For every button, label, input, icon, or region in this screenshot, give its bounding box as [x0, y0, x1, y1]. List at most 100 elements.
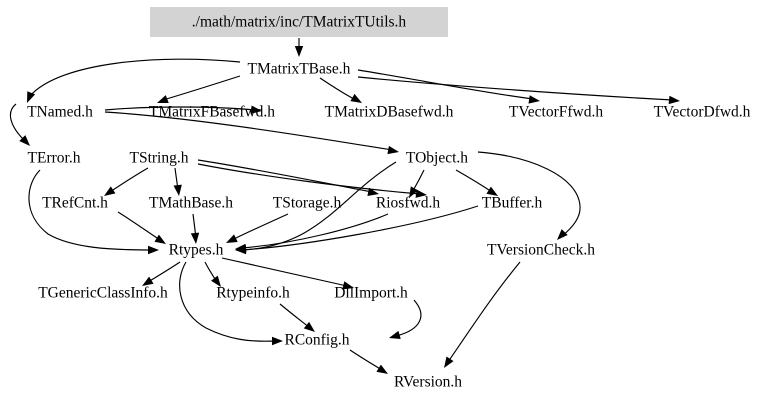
node-label: ./math/matrix/inc/TMatrixTUtils.h [192, 14, 407, 31]
node-label: RConfig.h [284, 332, 349, 349]
graph-edge [162, 75, 241, 101]
graph-edge [221, 257, 348, 287]
graph-edge [447, 261, 521, 363]
arrowhead-icon [415, 189, 427, 198]
graph-node-tvffwd[interactable]: TVectorFfwd.h [509, 104, 604, 121]
graph-node-tvcheck[interactable]: TVersionCheck.h [487, 242, 595, 259]
arrowhead-icon [211, 275, 221, 287]
edges-layer [9, 38, 680, 374]
graph-edge [29, 58, 241, 97]
graph-node-tobject[interactable]: TObject.h [406, 150, 468, 167]
graph-edge [279, 303, 311, 329]
graph-node-tmathbase[interactable]: TMathBase.h [149, 195, 233, 212]
arrowhead-icon [157, 95, 169, 103]
arrowhead-icon [173, 184, 182, 196]
graph-node-rtypes[interactable]: Rtypes.h [169, 242, 224, 259]
node-label: TVectorFfwd.h [509, 104, 604, 121]
arrowhead-icon [303, 321, 315, 332]
graph-edge [28, 169, 153, 251]
graph-node-tbuffer[interactable]: TBuffer.h [482, 195, 543, 212]
graph-edge [241, 205, 479, 251]
graph-node-tmfbfwd[interactable]: TMatrixFBasefwd.h [149, 104, 275, 121]
arrowhead-icon [226, 234, 238, 243]
graph-edge [104, 106, 256, 111]
arrowhead-icon [389, 330, 401, 339]
arrowhead-icon [376, 364, 388, 374]
node-label: TVersionCheck.h [487, 242, 595, 259]
graph-node-riosfwd[interactable]: Riosfwd.h [376, 195, 440, 212]
arrowhead-icon [27, 91, 36, 103]
arrowhead-icon [294, 46, 304, 57]
graph-edge [349, 349, 383, 371]
arrowhead-icon [350, 93, 362, 103]
arrowhead-icon [272, 336, 283, 346]
graph-edge [241, 213, 389, 249]
node-label: TNamed.h [27, 104, 93, 121]
arrowhead-icon [387, 145, 399, 155]
graph-edge [147, 261, 181, 283]
arrowhead-icon [235, 245, 247, 254]
arrowhead-icon [486, 186, 498, 196]
arrowhead-icon [342, 281, 354, 290]
node-label: DllImport.h [334, 285, 408, 302]
node-label: TMatrixFBasefwd.h [149, 104, 275, 121]
graph-node-trefcnt[interactable]: TRefCnt.h [42, 195, 108, 212]
graph-node-tgci[interactable]: TGenericClassInfo.h [38, 285, 168, 302]
nodes-layer: ./math/matrix/inc/TMatrixTUtils.hTMatrix… [27, 7, 751, 391]
node-label: TBuffer.h [482, 195, 543, 212]
graph-node-root[interactable]: ./math/matrix/inc/TMatrixTUtils.h [150, 7, 448, 37]
node-label: Rtypeinfo.h [216, 285, 290, 302]
graph-node-dllimport[interactable]: DllImport.h [334, 285, 408, 302]
arrowhead-icon [154, 234, 166, 244]
graph-edge [109, 167, 149, 193]
arrowhead-icon [668, 95, 680, 105]
graph-edge [319, 77, 357, 101]
node-label: TObject.h [406, 150, 468, 167]
graph-edge [117, 211, 161, 241]
node-label: TVectorDfwd.h [654, 104, 751, 121]
node-label: TMatrixTBase.h [248, 61, 351, 78]
graph-node-rtypeinfo[interactable]: Rtypeinfo.h [216, 285, 290, 302]
arrowhead-icon [104, 186, 116, 196]
graph-edge [197, 163, 421, 195]
graph-node-terror[interactable]: TError.h [28, 150, 81, 167]
node-label: Rtypes.h [169, 242, 224, 259]
node-label: Riosfwd.h [376, 195, 440, 212]
arrowhead-icon [190, 232, 200, 244]
node-label: TMatrixDBasefwd.h [325, 104, 454, 121]
graph-edge [455, 169, 493, 193]
graph-node-tmdbfwd[interactable]: TMatrixDBasefwd.h [325, 104, 454, 121]
graph-node-tmatbase[interactable]: TMatrixTBase.h [248, 61, 351, 78]
arrowhead-icon [444, 356, 454, 368]
node-label: RVersion.h [394, 374, 462, 391]
graph-node-tstorage[interactable]: TStorage.h [273, 195, 342, 212]
graph-node-tvdfwd[interactable]: TVectorDfwd.h [654, 104, 751, 121]
graph-edge [179, 261, 277, 342]
graph-edge [104, 111, 393, 151]
node-label: TRefCnt.h [42, 195, 108, 212]
graph-edge [9, 103, 25, 141]
root-node-background [150, 7, 448, 37]
arrowhead-icon [367, 187, 379, 197]
arrowhead-icon [19, 135, 30, 146]
arrowhead-icon [409, 186, 419, 198]
node-label: TString.h [130, 150, 189, 167]
node-label: TError.h [28, 150, 81, 167]
graph-edge [241, 161, 397, 251]
node-label: TStorage.h [273, 195, 342, 212]
graph-node-tstring[interactable]: TString.h [130, 150, 189, 167]
arrowhead-icon [557, 229, 568, 240]
arrowhead-icon [250, 105, 262, 114]
node-label: TMathBase.h [149, 195, 233, 212]
graph-edge [197, 159, 373, 193]
graph-edge [477, 151, 581, 237]
graph-edge [231, 213, 289, 241]
graph-node-rversion[interactable]: RVersion.h [394, 374, 462, 391]
arrowhead-icon [528, 95, 540, 104]
graph-node-rconfig[interactable]: RConfig.h [284, 332, 349, 349]
graph-edge [357, 76, 674, 101]
arrowhead-icon [148, 245, 159, 255]
graph-node-tnamed[interactable]: TNamed.h [27, 104, 93, 121]
